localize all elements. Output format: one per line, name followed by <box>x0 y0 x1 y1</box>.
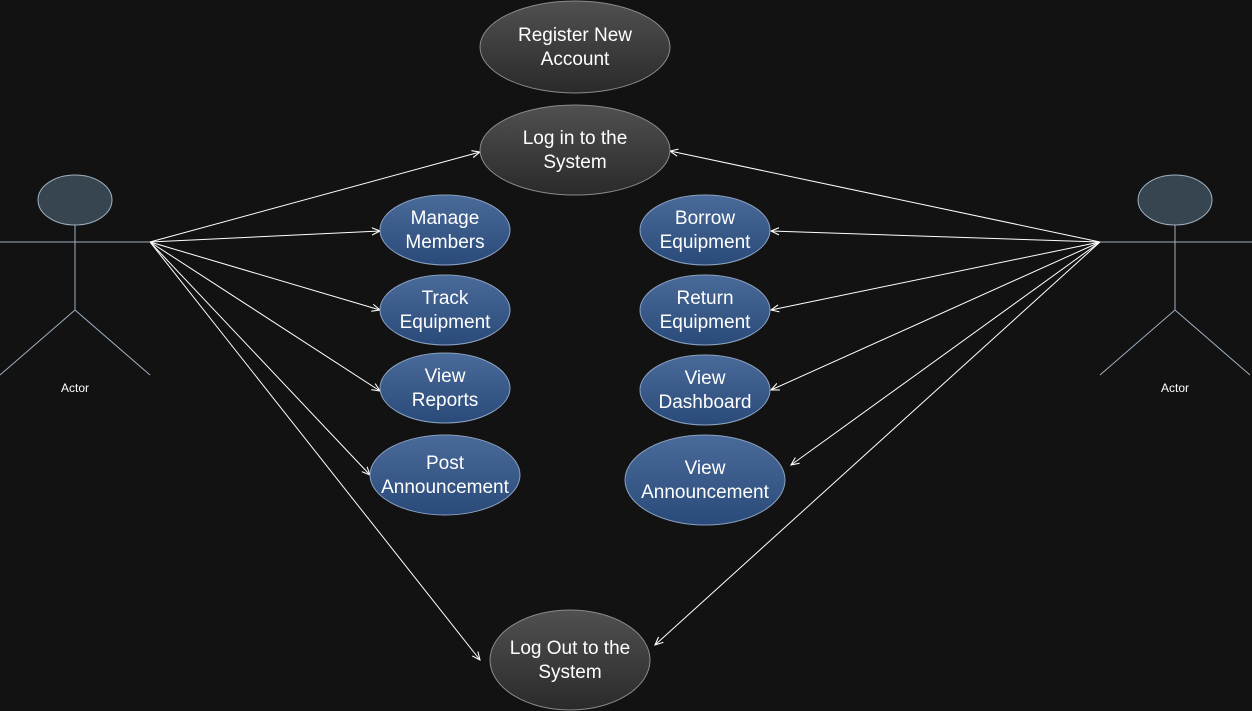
use-case-label-line: Equipment <box>400 312 492 333</box>
actor-head-icon <box>1137 174 1213 226</box>
association-left-to-post-announcement <box>149 241 370 475</box>
use-case-label-line: Track <box>422 288 469 309</box>
use-case-label-line: Borrow <box>675 208 735 229</box>
use-case-label-line: View <box>685 368 726 389</box>
actor-left[interactable]: Actor <box>0 174 151 395</box>
use-case-label-line: Manage <box>411 208 480 229</box>
use-case-label-line: Return <box>676 288 733 309</box>
use-case-label-line: Announcement <box>641 482 770 503</box>
association-left-to-logout <box>149 241 480 660</box>
actor-label: Actor <box>1161 381 1189 395</box>
associations <box>149 151 1101 660</box>
use-case-label-line: Dashboard <box>659 392 752 413</box>
association-right-to-return-equipment <box>771 241 1101 310</box>
actor-left-leg <box>1099 309 1176 376</box>
association-right-to-view-dashboard <box>771 241 1101 390</box>
use-case-label-line: Members <box>405 232 484 253</box>
use-case-label-line: Account <box>541 49 610 70</box>
use-case-label-line: Log Out to the <box>510 638 630 659</box>
use-case-label-line: Register New <box>518 25 632 46</box>
use-case-ellipse <box>489 609 651 711</box>
use-case-label-line: View <box>425 366 466 387</box>
use-case-label-line: Log in to the <box>523 128 628 149</box>
use-case-ellipse <box>479 104 671 196</box>
use-case-label-line: Equipment <box>660 232 752 253</box>
use-case-label-line: System <box>543 152 606 173</box>
association-left-to-track-equipment <box>149 241 380 310</box>
association-right-to-view-announcement <box>791 241 1101 465</box>
use-case-ellipse <box>379 194 511 266</box>
actor-right-leg <box>1174 309 1251 376</box>
actor-right[interactable]: Actor <box>1099 174 1252 395</box>
use-case-label-line: Reports <box>412 390 479 411</box>
use-case-ellipse <box>639 274 771 346</box>
use-case-label-line: Announcement <box>381 477 510 498</box>
association-left-to-manage-members <box>149 231 380 243</box>
use-case-label-line: View <box>685 458 726 479</box>
association-right-to-login <box>670 151 1101 243</box>
use-case-ellipse <box>624 434 786 526</box>
use-case-ellipse <box>639 354 771 426</box>
use-case-label-line: Equipment <box>660 312 752 333</box>
use-case-ellipse <box>379 352 511 424</box>
use-case-ellipse <box>379 274 511 346</box>
association-left-to-view-reports <box>149 241 380 391</box>
association-right-to-logout <box>655 241 1101 645</box>
actors: Actor Actor <box>0 174 1252 395</box>
actor-label: Actor <box>61 381 89 395</box>
association-right-to-borrow-equipment <box>771 231 1101 243</box>
actor-right-leg <box>74 309 151 376</box>
use-case-ellipse <box>639 194 771 266</box>
use-case-label-line: System <box>538 662 601 683</box>
use-case-ellipse <box>369 434 521 516</box>
actor-left-leg <box>0 309 76 376</box>
association-left-to-login <box>149 152 480 243</box>
use-case-label-line: Post <box>426 453 465 474</box>
use-case-ellipse <box>479 0 671 94</box>
actor-head-icon <box>37 174 113 226</box>
